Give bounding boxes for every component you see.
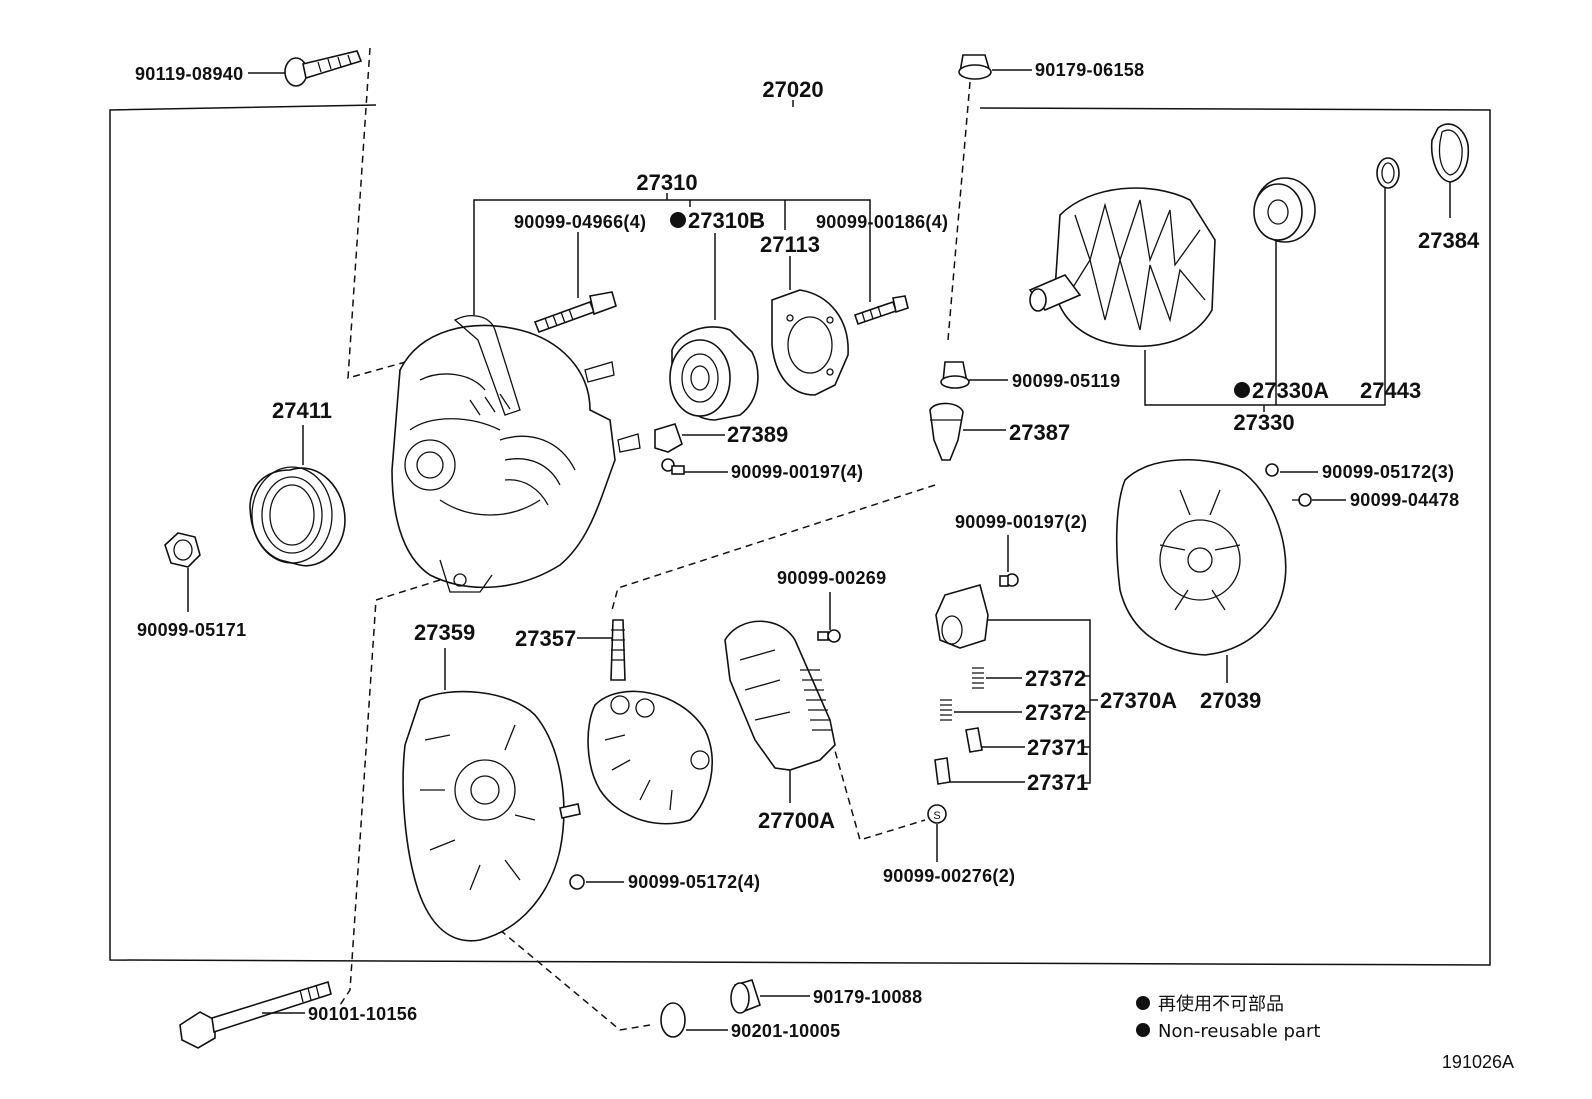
label-90099-00186: 90099-00186(4): [816, 212, 948, 232]
nut-90099-05172-4: 90099-05172(4): [569, 872, 760, 892]
bearing-27310b: [669, 326, 759, 421]
label-27310b: 27310B: [688, 208, 765, 233]
label-27310: 27310: [636, 170, 697, 195]
label-27357: 27357: [515, 626, 576, 651]
bracket-27370a: 27370A: [985, 619, 1177, 784]
washer-27443: 27443: [1360, 157, 1421, 403]
dashed-guides: [339, 47, 971, 1031]
cover-27384: 27384: [1418, 123, 1480, 253]
label-27443: 27443: [1360, 378, 1421, 403]
nut-90179-06158: 90179-06158: [958, 54, 1144, 80]
stud-90099-04966: 90099-04966(4): [514, 212, 646, 334]
label-90101-10156: 90101-10156: [308, 1004, 417, 1024]
label-90099-00276: 90099-00276(2): [883, 866, 1015, 886]
screw-90099-00269: 90099-00269: [777, 568, 886, 643]
regulator-27700a: 27700A: [724, 620, 836, 833]
legend-dot-jp: [1136, 996, 1150, 1010]
label-27372-a: 27372: [1025, 666, 1086, 691]
label-27113: 27113: [760, 232, 820, 257]
label-90179-06158: 90179-06158: [1035, 60, 1144, 80]
s-mark: S: [933, 810, 940, 822]
pulley-27411: 27411: [249, 398, 346, 567]
label-90099-00197-2: 90099-00197(2): [955, 512, 1087, 532]
bolt-90101-10156: 90101-10156: [179, 980, 417, 1049]
label-27020: 27020: [762, 77, 823, 102]
screw-90099-00197-2: 90099-00197(2): [955, 512, 1087, 587]
legend-jp: 再使用不可部品: [1158, 994, 1284, 1015]
insulator-27387: 27387: [929, 402, 1070, 461]
spring-27372-b: 27372: [940, 699, 1086, 725]
brush-27371-a: 27371: [965, 727, 1088, 760]
label-27371-a: 27371: [1027, 735, 1088, 760]
label-90201-10005: 90201-10005: [731, 1021, 840, 1041]
label-90119-08940: 90119-08940: [135, 64, 243, 84]
label-90099-04966: 90099-04966(4): [514, 212, 646, 232]
bearing-27330a: 27330A: [1234, 177, 1329, 403]
label-90099-05172-4: 90099-05172(4): [628, 872, 760, 892]
label-27700a: 27700A: [758, 808, 835, 833]
label-27372-b: 27372: [1025, 700, 1086, 725]
cover-27039: 27039: [1115, 458, 1287, 713]
brush-27371-b: 27371: [934, 757, 1088, 795]
label-90179-10088: 90179-10088: [813, 987, 922, 1007]
nut-90099-05172-3: 90099-05172(3): [1265, 462, 1454, 482]
label-27411: 27411: [272, 398, 332, 423]
label-27039: 27039: [1200, 688, 1261, 713]
label-27384: 27384: [1418, 228, 1480, 253]
label-90099-05172-3: 90099-05172(3): [1322, 462, 1454, 482]
label-27370a: 27370A: [1100, 688, 1177, 713]
bolt-90119-08940: 90119-08940: [135, 50, 363, 87]
collar-90179-10088: 90179-10088: [730, 979, 922, 1014]
label-27359: 27359: [414, 620, 475, 645]
label-27330: 27330: [1233, 410, 1294, 435]
screw-90099-00276: S 90099-00276(2): [883, 804, 1015, 886]
callout-27310b: 27310B: [670, 208, 765, 320]
bolt-90099-04478: 90099-04478: [1292, 490, 1459, 510]
label-90099-00197-4: 90099-00197(4): [731, 462, 863, 482]
legend-en: Non-reusable part: [1158, 1021, 1320, 1042]
washer-90201-10005: 90201-10005: [660, 1002, 840, 1041]
label-27389: 27389: [727, 422, 788, 447]
bracket-27310: 27310: [473, 170, 871, 315]
rotor: [1028, 187, 1216, 348]
spring-27372-a: 27372: [972, 666, 1086, 691]
plug-27389: 27389: [654, 422, 788, 453]
label-90099-05119: 90099-05119: [1012, 371, 1120, 391]
label-27387: 27387: [1009, 420, 1070, 445]
label-27371-b: 27371: [1027, 770, 1088, 795]
nut-90099-05171: 90099-05171: [137, 532, 246, 640]
label-90099-04478: 90099-04478: [1350, 490, 1459, 510]
rear-frame-27359: 27359: [402, 620, 581, 942]
retainer-27113: 27113: [760, 232, 849, 396]
screw-90099-00197-4: 90099-00197(4): [661, 458, 863, 482]
label-27330a: 27330A: [1252, 378, 1329, 403]
nut-90099-05119: 90099-05119: [940, 361, 1120, 391]
diagram-id: 191026A: [1442, 1052, 1514, 1072]
legend: 再使用不可部品 Non-reusable part: [1136, 994, 1320, 1042]
bolt-90099-00186: 90099-00186(4): [816, 212, 948, 326]
label-90099-00269: 90099-00269: [777, 568, 886, 588]
label-90099-05171: 90099-05171: [137, 620, 246, 640]
rectifier-27357: 27357: [515, 619, 713, 825]
bracket-27330: 27330: [1144, 158, 1386, 435]
brush-holder: [935, 584, 989, 649]
legend-dot-en: [1136, 1023, 1150, 1037]
alternator-housing: [391, 315, 641, 593]
assembly-frame-27020: 27020: [109, 77, 1491, 966]
